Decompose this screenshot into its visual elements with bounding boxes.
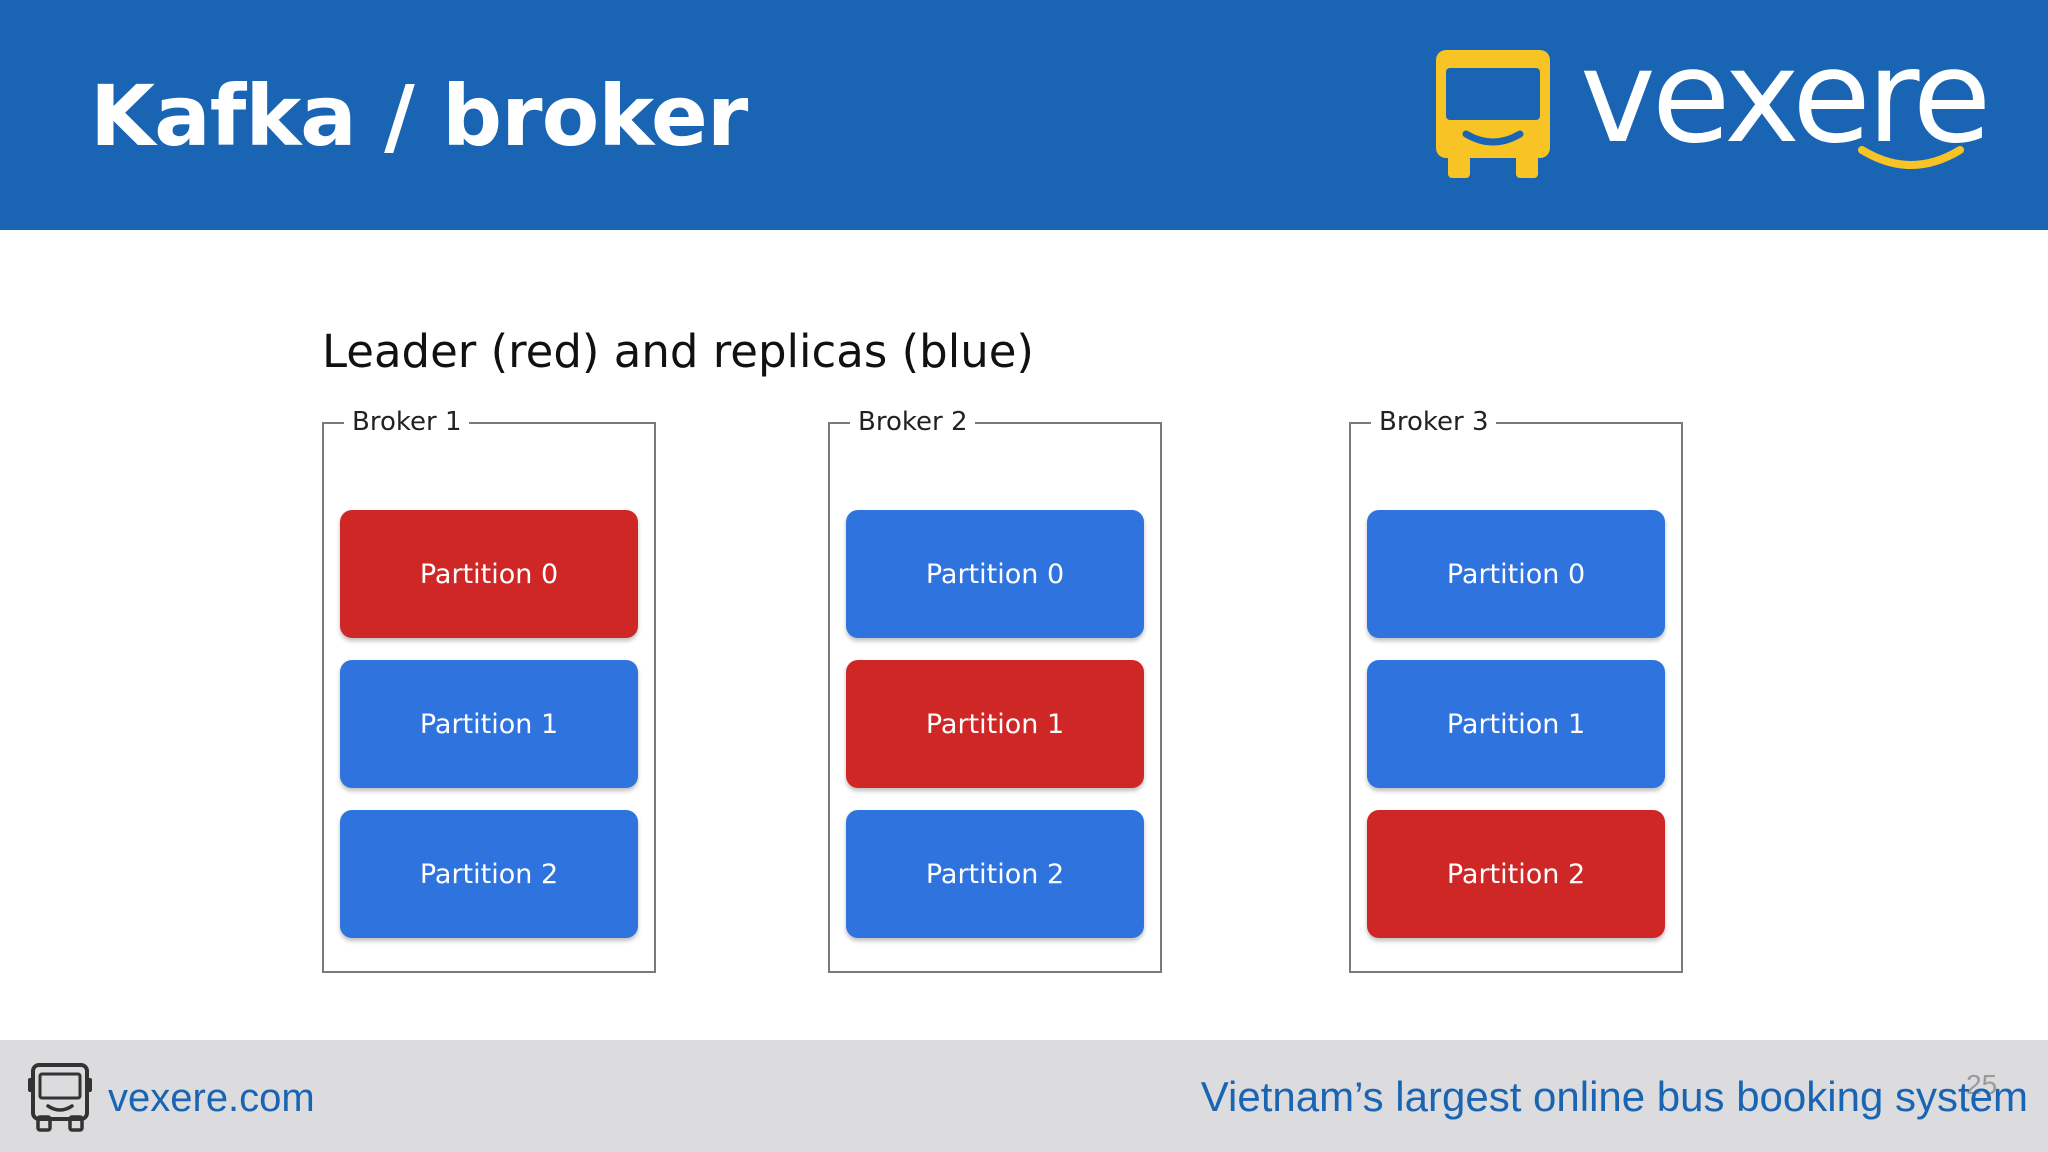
slide-footer: vexere.com 25 Vietnam’s largest online b… xyxy=(0,1040,2048,1152)
bus-outline-icon xyxy=(28,1063,92,1132)
footer-website: vexere.com xyxy=(108,1076,315,1120)
broker-2-box: Broker 2 Partition 0 Partition 1 Partiti… xyxy=(828,406,1162,973)
slide-title: Kafka / broker xyxy=(90,67,748,165)
diagram-title: Leader (red) and replicas (blue) xyxy=(322,325,1034,378)
partition-0-leader: Partition 0 xyxy=(340,510,638,638)
broker-label: Broker 3 xyxy=(1371,406,1497,438)
broker-3-box: Broker 3 Partition 0 Partition 1 Partiti… xyxy=(1349,406,1683,973)
footer-tagline: Vietnam’s largest online bus booking sys… xyxy=(1200,1073,2028,1120)
partition-0-replica: Partition 0 xyxy=(846,510,1144,638)
broker-label: Broker 2 xyxy=(850,406,976,438)
partition-2-replica: Partition 2 xyxy=(846,810,1144,938)
broker-label: Broker 1 xyxy=(344,406,470,438)
logo-smile-mark xyxy=(1858,146,1964,169)
partition-2-replica: Partition 2 xyxy=(340,810,638,938)
partition-1-replica: Partition 1 xyxy=(1367,660,1665,788)
page-number: 25 xyxy=(1966,1069,1998,1100)
slide-header: Kafka / broker vexere xyxy=(0,0,2048,230)
bus-icon xyxy=(1436,50,1550,178)
partition-1-replica: Partition 1 xyxy=(340,660,638,788)
partition-2-leader: Partition 2 xyxy=(1367,810,1665,938)
partition-0-replica: Partition 0 xyxy=(1367,510,1665,638)
partition-1-leader: Partition 1 xyxy=(846,660,1144,788)
logo-wordmark: vexere xyxy=(1580,23,1991,172)
broker-1-box: Broker 1 Partition 0 Partition 1 Partiti… xyxy=(322,406,656,973)
